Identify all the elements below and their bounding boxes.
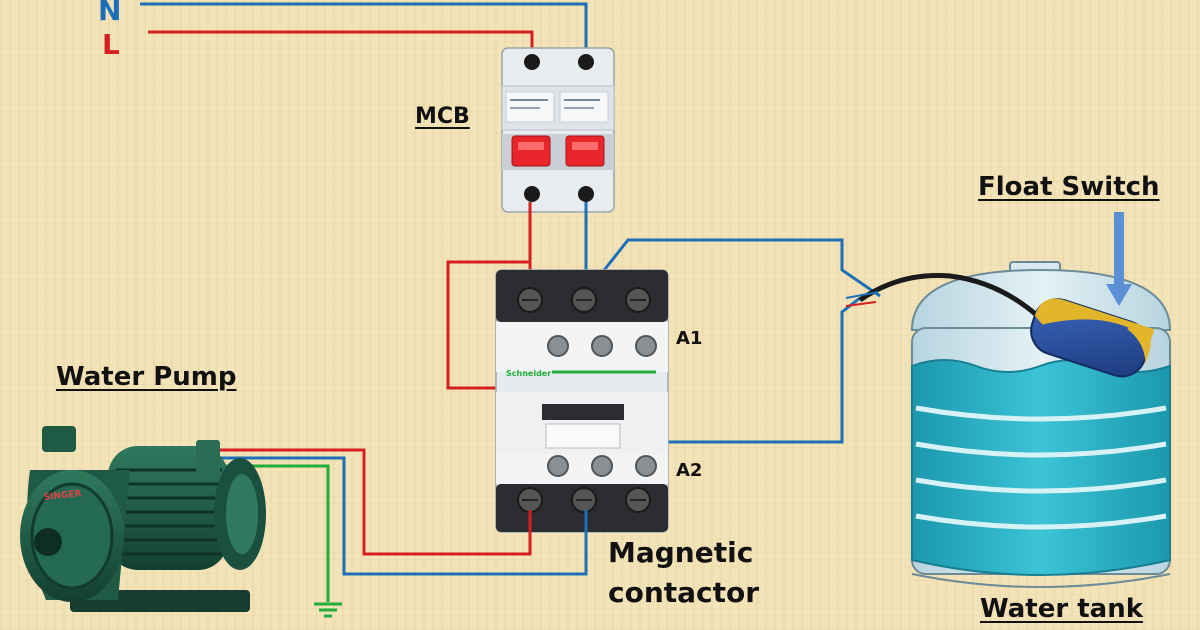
mcb-bottom-terminal-left (524, 186, 540, 202)
magnetic-contactor-label-line1: Magnetic (608, 536, 754, 569)
a1-terminal (635, 335, 657, 357)
pump-earth-wire (220, 464, 330, 602)
mcb-handle-left (511, 135, 551, 167)
water-pump-label: Water Pump (56, 362, 237, 392)
water-tank-label: Water tank (980, 594, 1144, 624)
a2-terminal (635, 455, 657, 477)
float-cable (858, 273, 1042, 320)
a2-label: A2 (676, 460, 703, 481)
line-label: L (102, 28, 120, 61)
water-pump: SINGER (20, 426, 266, 612)
float-to-a2 (650, 296, 861, 462)
float-switch-arrow (1106, 212, 1132, 306)
float-switch-label: Float Switch (978, 172, 1160, 202)
water-tank (910, 261, 1172, 588)
pump-wires (220, 448, 588, 618)
earth-symbol (314, 602, 342, 618)
neutral-label: N (98, 0, 122, 27)
pump-neutral-wire (220, 456, 588, 576)
mcb-top-terminal-right (578, 54, 594, 70)
contactor-brand-mark: Schneider (506, 369, 551, 378)
a1-label: A1 (676, 328, 703, 349)
mcb-label: MCB (415, 104, 470, 129)
neutral-supply-wire (140, 2, 588, 58)
line-supply-wire (148, 30, 534, 58)
magnetic-contactor: Schneider (495, 269, 669, 533)
water-body (911, 359, 1171, 576)
mcb-bottom-terminal-right (578, 186, 594, 202)
mcb-handle-right (565, 135, 605, 167)
mcb-top-terminal-left (524, 54, 540, 70)
neutral-to-float (588, 238, 881, 298)
magnetic-contactor-label-line2: contactor (608, 576, 760, 609)
pump-brand-mark: SINGER (43, 489, 82, 503)
mcb-breaker (501, 47, 615, 213)
pump-live-wire (220, 448, 532, 556)
float-switch (845, 273, 1155, 378)
